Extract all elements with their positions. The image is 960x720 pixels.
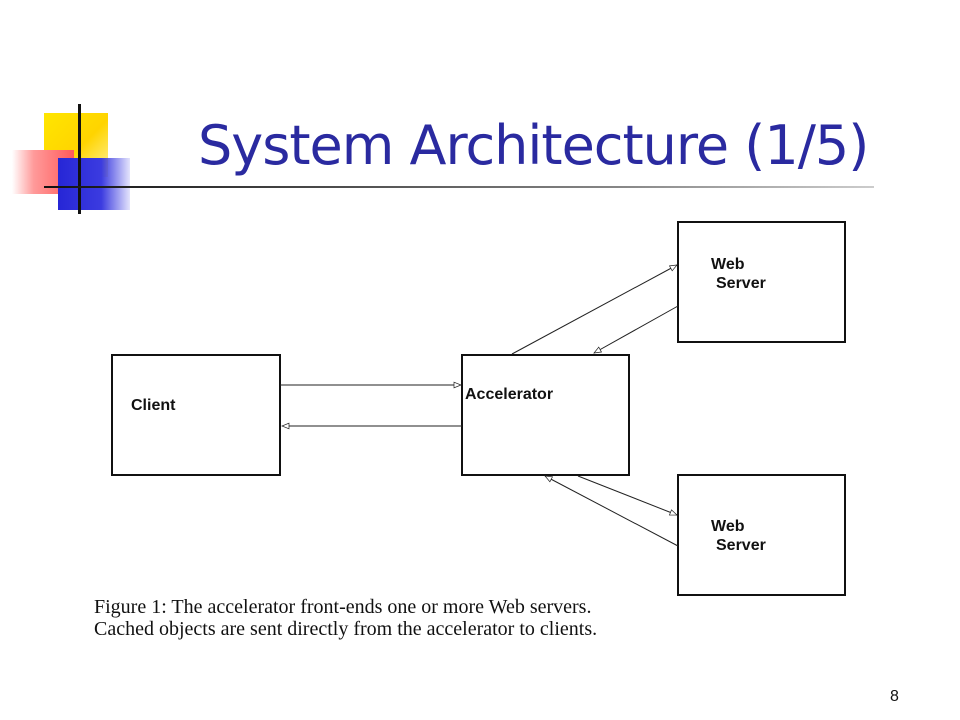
web-server-bottom-node: Web Server bbox=[677, 474, 846, 596]
caption-line-2: Cached objects are sent directly from th… bbox=[94, 618, 598, 640]
edge-web-server-top-to-accelerator bbox=[593, 305, 679, 354]
decor-vertical-line bbox=[78, 104, 81, 214]
caption-line-1: Figure 1: The accelerator front-ends one… bbox=[94, 596, 592, 618]
decor-blue-square bbox=[58, 158, 130, 210]
figure-caption: Figure 1: The accelerator front-ends one… bbox=[94, 596, 914, 640]
edge-accelerator-to-web-server-top bbox=[511, 264, 678, 355]
accelerator-label: Accelerator bbox=[465, 386, 553, 403]
web-server-top-label-line2: Server bbox=[716, 275, 766, 292]
title-underline bbox=[44, 186, 874, 188]
accelerator-node: Accelerator bbox=[461, 354, 630, 476]
web-server-top-label-line1: Web bbox=[711, 256, 745, 273]
page-number: 8 bbox=[890, 688, 899, 705]
client-node: Client bbox=[111, 354, 281, 476]
web-server-bottom-label-line1: Web bbox=[711, 518, 745, 535]
web-server-top-node: Web Server bbox=[677, 221, 846, 343]
client-label: Client bbox=[131, 397, 176, 414]
edge-web-server-bottom-to-accelerator bbox=[544, 475, 679, 547]
slide-title: System Architecture (1/5) bbox=[198, 114, 869, 177]
web-server-bottom-label-line2: Server bbox=[716, 537, 766, 554]
edge-accelerator-to-web-server-bottom bbox=[577, 475, 678, 516]
